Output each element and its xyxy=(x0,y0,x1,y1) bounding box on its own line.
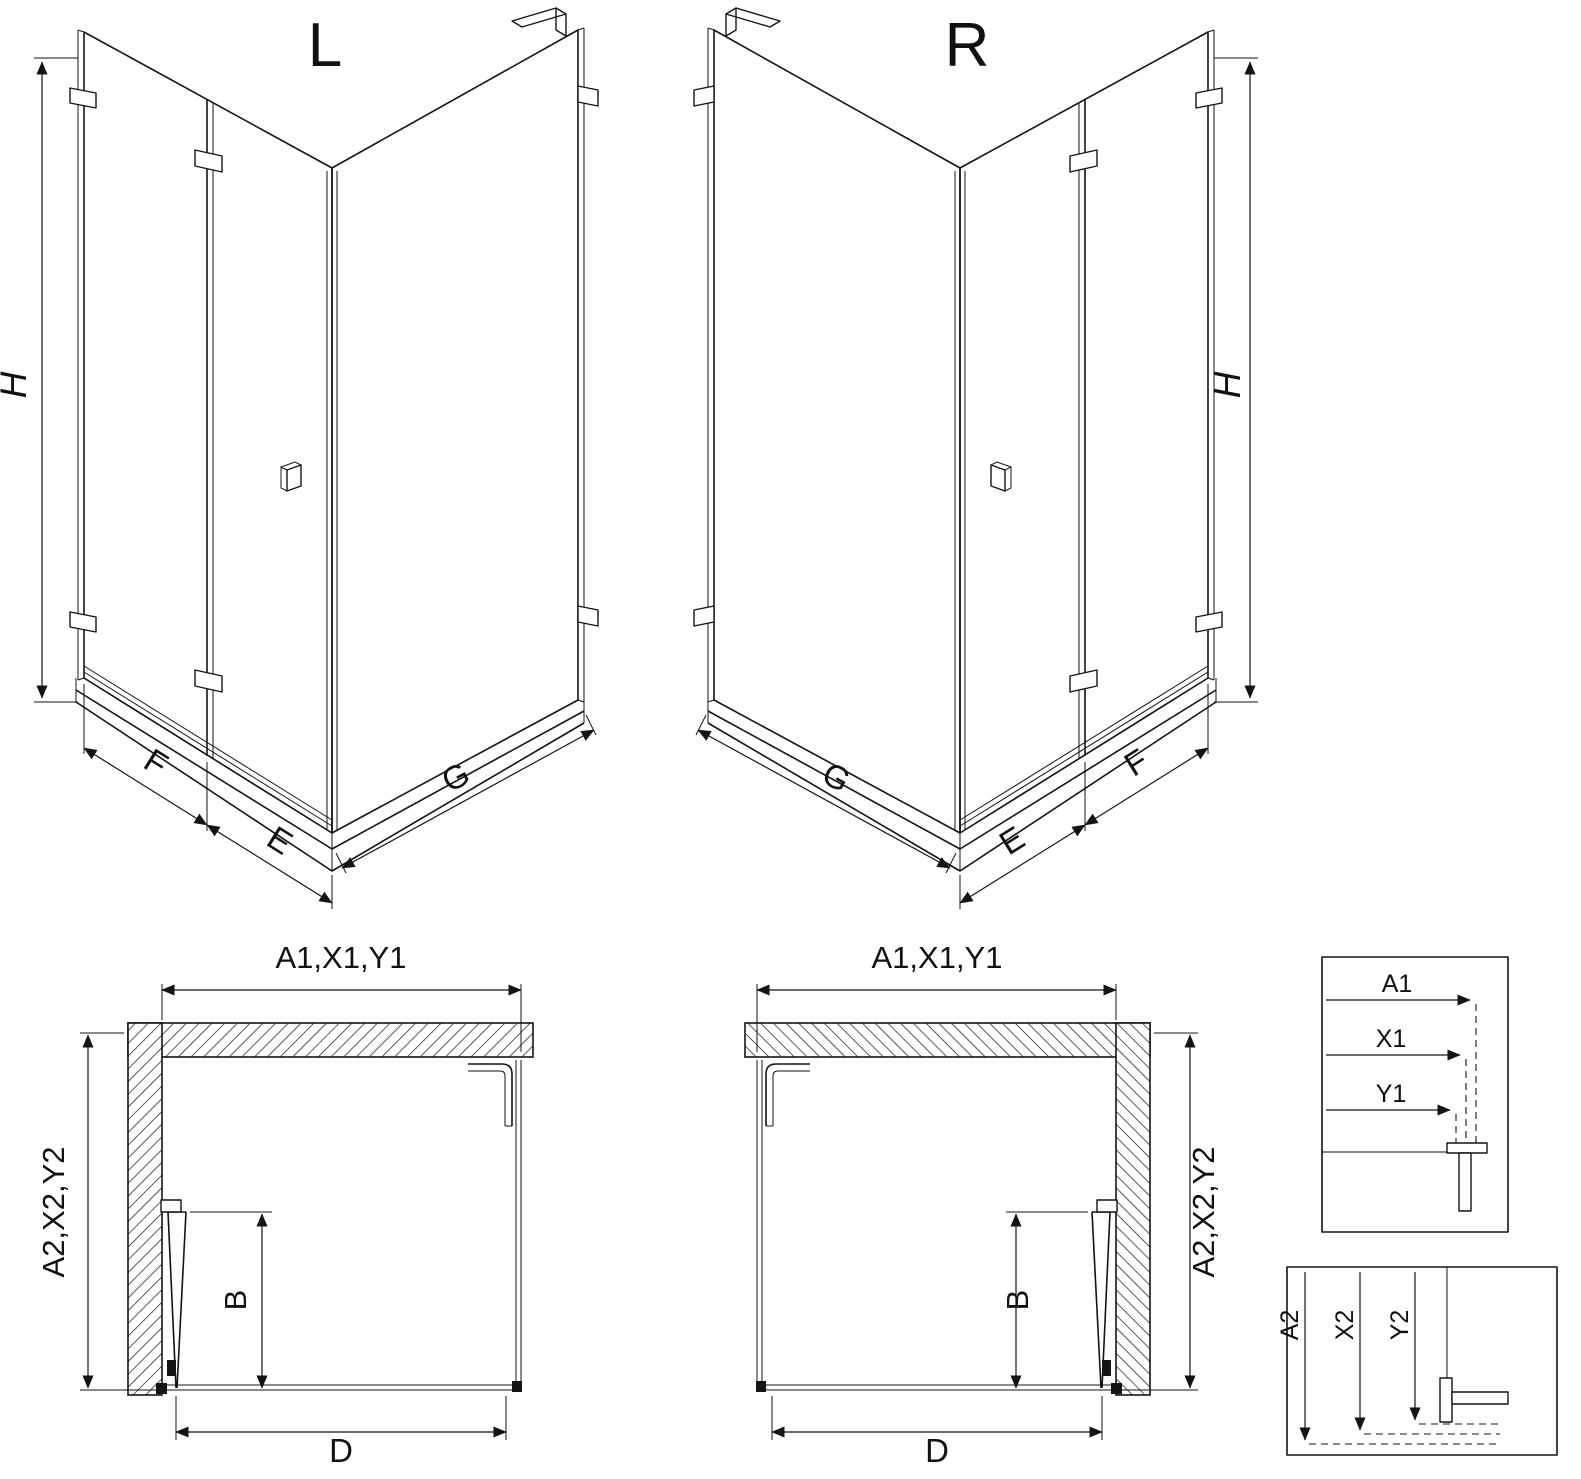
detail-bottom-frame xyxy=(1286,1266,1558,1456)
detail-y2-label: Y2 xyxy=(1386,1310,1414,1341)
dim-label-f-right: F xyxy=(1118,741,1155,783)
dim-label-g-right: G xyxy=(816,755,856,800)
iso-view-left: L H F E G xyxy=(0,8,598,909)
iso-left-linework xyxy=(34,8,598,909)
plan-right-top-dim: A1,X1,Y1 xyxy=(872,940,1003,975)
detail-x2-label: X2 xyxy=(1331,1310,1359,1341)
dim-label-h-right: H xyxy=(1207,371,1248,398)
plan-view-right: A1,X1,Y1 A2,X2,Y2 B D xyxy=(745,940,1221,1469)
detail-x1-label: X1 xyxy=(1376,1025,1407,1053)
detail-a1-label: A1 xyxy=(1382,970,1413,998)
dim-label-h-left: H xyxy=(0,371,34,398)
plan-left-d-dim: D xyxy=(329,1432,353,1469)
plan-left-b-dim: B xyxy=(218,1290,253,1311)
plan-left-linework xyxy=(80,984,533,1440)
detail-top-frame xyxy=(1321,956,1509,1233)
iso-right-title: R xyxy=(945,11,990,80)
detail-vertical-dims: A2 X2 Y2 xyxy=(1276,1266,1558,1456)
detail-y1-label: Y1 xyxy=(1376,1080,1407,1108)
iso-left-title: L xyxy=(308,11,342,80)
glass-profile-detail xyxy=(1458,1152,1472,1212)
plan-right-d-dim: D xyxy=(925,1432,949,1469)
iso-view-right: R H F E G xyxy=(694,8,1258,909)
detail-a2-label: A2 xyxy=(1276,1310,1304,1341)
dim-label-f-left: F xyxy=(138,741,175,783)
wall-profile-detail xyxy=(1446,1142,1488,1154)
plan-right-linework xyxy=(745,984,1198,1440)
plan-left-side-dim: A2,X2,Y2 xyxy=(36,1147,71,1278)
detail-horizontal-dims: A1 X1 Y1 xyxy=(1321,956,1509,1233)
iso-right-linework xyxy=(694,8,1258,909)
plan-left-top-dim: A1,X1,Y1 xyxy=(276,940,407,975)
plan-view-left: A1,X1,Y1 A2,X2,Y2 B D xyxy=(36,940,533,1469)
plan-right-side-dim: A2,X2,Y2 xyxy=(1186,1147,1221,1278)
plan-right-b-dim: B xyxy=(1000,1290,1035,1311)
glass-profile-detail-2 xyxy=(1439,1377,1453,1423)
dim-label-g-left: G xyxy=(435,755,475,800)
wall-profile-detail-2 xyxy=(1451,1391,1509,1405)
